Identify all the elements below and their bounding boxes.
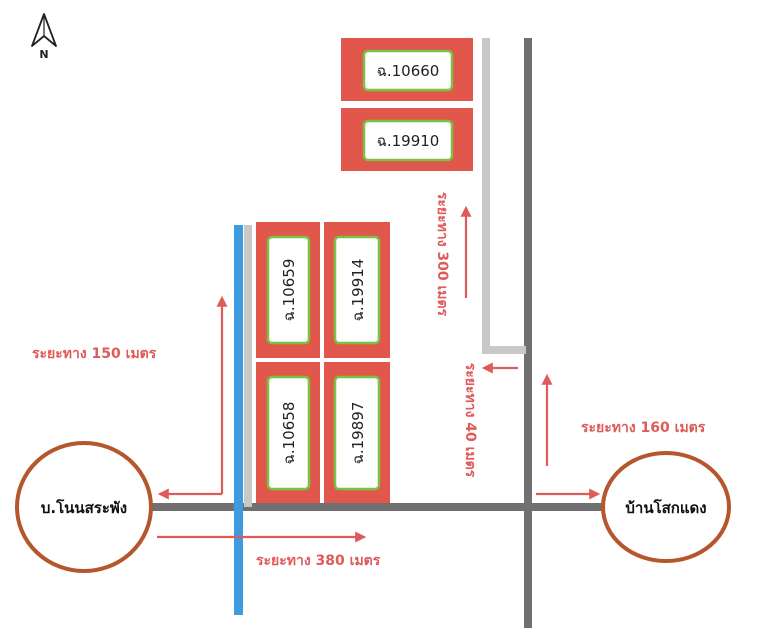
village-right-label: บ้านโสกแดง [625,498,706,517]
distance-160-label: ระยะทาง 160 เมตร [581,420,706,436]
side-lane-left [244,225,252,507]
parcel-10659: ฉ.10659 [256,222,320,358]
parcel-label: ฉ.19897 [349,402,367,465]
access-road-vertical [482,38,490,354]
parcel-19914: ฉ.19914 [324,222,390,358]
parcel-10658: ฉ.10658 [256,362,320,503]
north-label: N [39,48,48,61]
distance-40-label: ระยะทาง 40 เมตร [462,363,478,478]
distance-150-label: ระยะทาง 150 เมตร [32,346,157,362]
main-road-vertical [524,38,532,628]
parcel-label: ฉ.10660 [377,62,440,80]
canal [234,225,243,615]
parcel-19910: ฉ.19910 [341,108,473,171]
access-road-horizontal [482,346,526,354]
distance-arrows [157,205,601,543]
parcel-label: ฉ.10658 [280,402,298,465]
parcel-10660: ฉ.10660 [341,38,473,101]
distance-380-label: ระยะทาง 380 เมตร [256,553,381,569]
parcel-label: ฉ.19910 [377,132,440,150]
north-arrow-icon: N [31,13,57,61]
parcel-19897: ฉ.19897 [324,362,390,503]
distance-300-label: ระยะทาง 300 เมตร [434,192,450,317]
parcel-label: ฉ.19914 [349,259,367,322]
village-right: บ้านโสกแดง [601,451,731,563]
village-left-label: บ.โนนสระพัง [41,498,127,517]
main-road-horizontal [150,503,605,511]
parcel-label: ฉ.10659 [280,259,298,322]
village-left: บ.โนนสระพัง [15,441,153,573]
